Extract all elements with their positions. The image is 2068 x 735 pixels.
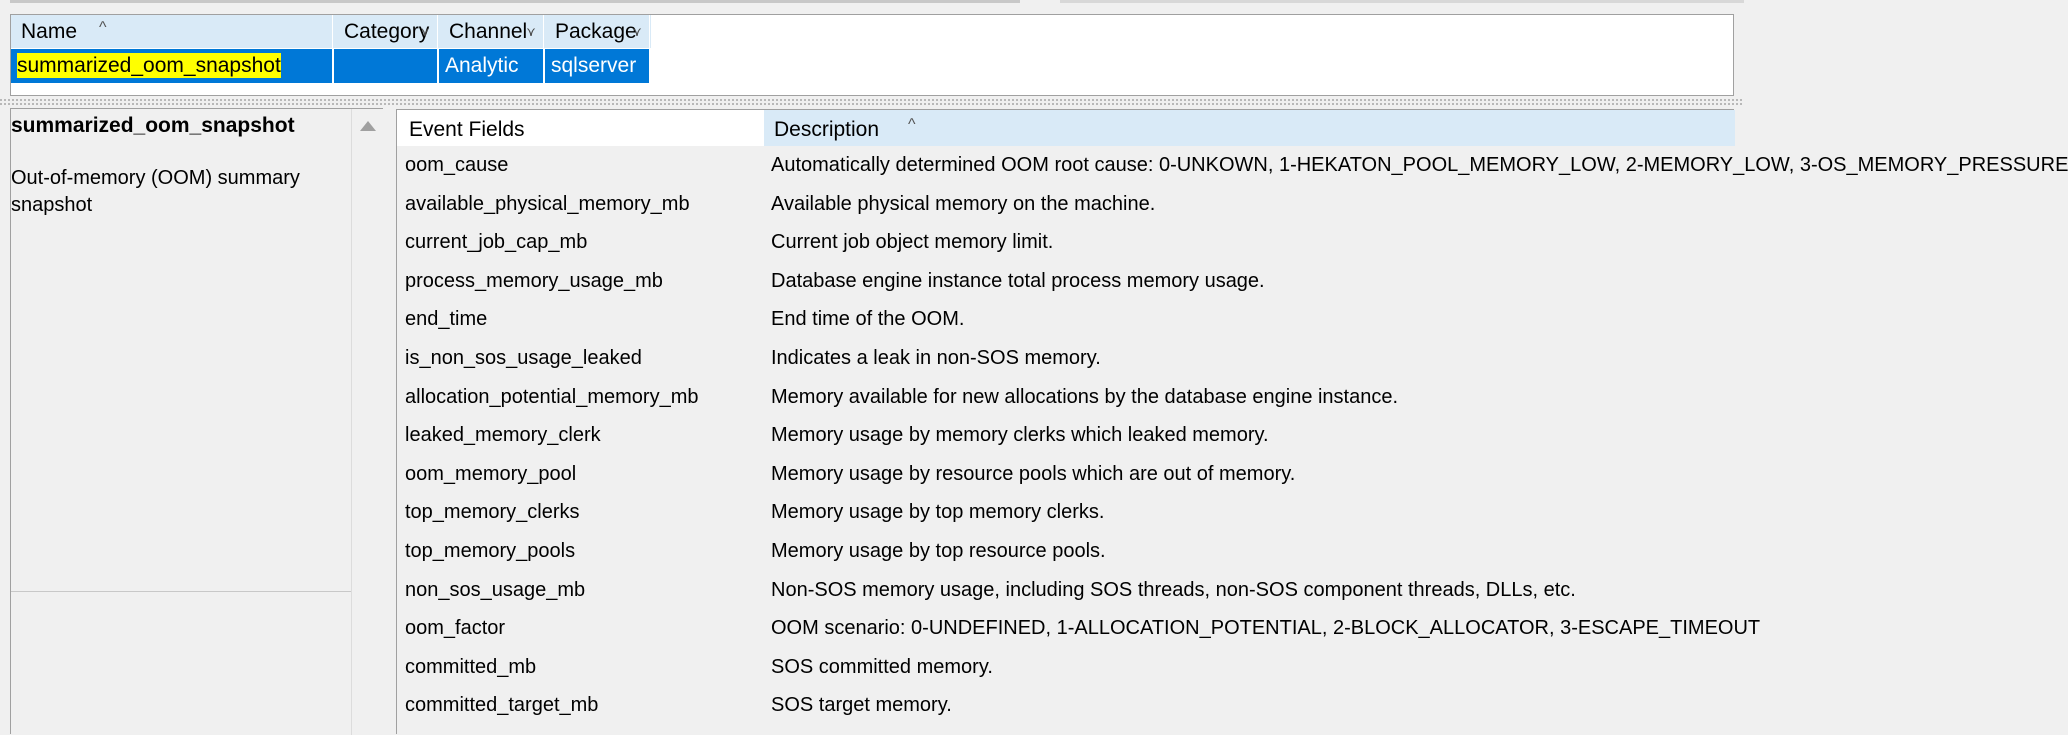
- event-field-description: Memory usage by top memory clerks.: [771, 501, 1105, 524]
- column-header-channel-label: Channel: [449, 20, 528, 43]
- filter-dropdown-icon[interactable]: ⋎: [632, 24, 642, 39]
- event-field-description: Memory available for new allocations by …: [771, 385, 1399, 408]
- event-field-name: is_non_sos_usage_leaked: [405, 347, 642, 369]
- column-header-description-label: Description: [774, 118, 880, 141]
- event-field-description: Non-SOS memory usage, including SOS thre…: [771, 578, 1576, 601]
- event-field-name: available_physical_memory_mb: [405, 192, 690, 215]
- events-grid-header: Name ^ Category ⋎ Channel ⋎ Package ⋎: [11, 15, 651, 48]
- top-scrollbar-left[interactable]: [10, 0, 1020, 3]
- event-field-name: top_memory_clerks: [405, 501, 580, 524]
- event-field-description: Available physical memory on the machine…: [771, 192, 1156, 215]
- event-field-description: Current job object memory limit.: [771, 231, 1054, 254]
- event-field-description: Indicates a leak in non-SOS memory.: [771, 347, 1101, 369]
- sort-ascending-icon: ^: [99, 19, 107, 36]
- detail-scrollbar[interactable]: [351, 109, 383, 735]
- table-row[interactable]: committed_target_mb SOS target memory.: [397, 686, 1735, 725]
- event-field-description: SOS committed memory.: [771, 655, 993, 678]
- filter-dropdown-icon[interactable]: ⋎: [526, 24, 536, 39]
- event-detail-title: summarized_oom_snapshot: [11, 114, 295, 137]
- event-fields-header: Event Fields Description ^: [397, 110, 1735, 146]
- event-field-description: End time of the OOM.: [771, 308, 965, 331]
- table-row[interactable]: leaked_memory_clerk Memory usage by memor…: [397, 416, 1735, 455]
- scroll-up-icon[interactable]: [360, 121, 376, 131]
- pane-splitter[interactable]: [0, 99, 1744, 105]
- column-header-category-label: Category: [344, 20, 430, 43]
- event-package-cell[interactable]: sqlserver: [545, 49, 650, 83]
- event-detail-description: Out-of-memory (OOM) summary snapshot: [11, 167, 300, 216]
- event-field-description: Memory usage by resource pools which are…: [771, 462, 1296, 485]
- event-field-description: Memory usage by memory clerks which leak…: [771, 424, 1269, 447]
- event-field-description: Database engine instance total process m…: [771, 269, 1265, 292]
- column-header-name[interactable]: Name ^: [11, 15, 333, 48]
- table-row[interactable]: committed_mb SOS committed memory.: [397, 648, 1735, 687]
- event-row-selected[interactable]: summarized_oom_snapshot Analytic sqlserv…: [11, 49, 651, 83]
- event-name-text: summarized_oom_snapshot: [17, 53, 281, 78]
- event-category-cell[interactable]: [334, 49, 438, 83]
- detail-divider: [11, 591, 351, 592]
- column-header-event-fields[interactable]: Event Fields: [397, 110, 764, 146]
- table-row[interactable]: current_job_cap_mb Current job object mem…: [397, 223, 1735, 262]
- event-field-description: OOM scenario: 0-UNDEFINED, 1-ALLOCATION_…: [771, 617, 1761, 640]
- event-field-name: committed_target_mb: [405, 694, 599, 717]
- table-row[interactable]: non_sos_usage_mb Non-SOS memory usage, in…: [397, 571, 1735, 610]
- column-header-event-fields-label: Event Fields: [409, 118, 525, 141]
- column-header-name-label: Name: [21, 20, 78, 43]
- event-field-name: end_time: [405, 308, 488, 331]
- event-field-name: oom_cause: [405, 154, 509, 176]
- event-fields-grid: Event Fields Description ^ oom_cause Auto…: [396, 109, 2068, 734]
- table-row[interactable]: end_time End time of the OOM.: [397, 300, 1735, 339]
- table-row[interactable]: oom_factor OOM scenario: 0-UNDEFINED, 1-A…: [397, 609, 1761, 648]
- table-row[interactable]: top_memory_clerks Memory usage by top mem…: [397, 493, 1735, 532]
- table-row[interactable]: top_memory_pools Memory usage by top reso…: [397, 532, 1735, 571]
- events-grid: Name ^ Category ⋎ Channel ⋎ Package ⋎ su…: [10, 14, 1734, 96]
- top-strip: [0, 0, 1744, 12]
- column-header-description[interactable]: Description ^: [764, 110, 1735, 146]
- column-header-category[interactable]: Category ⋎: [334, 15, 438, 48]
- table-row[interactable]: is_non_sos_usage_leaked Indicates a leak …: [397, 339, 1735, 378]
- column-header-package[interactable]: Package ⋎: [545, 15, 650, 48]
- event-detail-pane: summarized_oom_snapshot Out-of-memory (O…: [10, 108, 383, 735]
- filter-dropdown-icon[interactable]: ⋎: [420, 24, 430, 39]
- event-field-name: committed_mb: [405, 655, 537, 678]
- event-field-name: leaked_memory_clerk: [405, 424, 601, 447]
- event-field-description: SOS target memory.: [771, 694, 952, 717]
- event-field-name: oom_factor: [405, 617, 506, 640]
- event-field-name: top_memory_pools: [405, 540, 576, 562]
- event-field-name: allocation_potential_memory_mb: [405, 385, 699, 408]
- event-field-name: current_job_cap_mb: [405, 231, 588, 254]
- table-row[interactable]: oom_memory_pool Memory usage by resource …: [397, 455, 1735, 494]
- event-field-name: oom_memory_pool: [405, 462, 577, 485]
- table-row[interactable]: available_physical_memory_mb Available ph…: [397, 185, 1735, 224]
- table-row[interactable]: oom_cause Automatically determined OOM ro…: [397, 146, 2068, 185]
- event-field-name: non_sos_usage_mb: [405, 578, 586, 601]
- event-field-description: Automatically determined OOM root cause:…: [771, 154, 2068, 176]
- column-header-channel[interactable]: Channel ⋎: [439, 15, 544, 48]
- event-field-name: process_memory_usage_mb: [405, 269, 663, 292]
- top-scrollbar-right[interactable]: [1060, 0, 1744, 3]
- table-row[interactable]: allocation_potential_memory_mb Memory ava…: [397, 378, 1735, 417]
- event-channel-cell[interactable]: Analytic: [439, 49, 544, 83]
- sort-ascending-icon: ^: [908, 116, 916, 133]
- event-name-cell[interactable]: summarized_oom_snapshot: [11, 49, 333, 83]
- table-row[interactable]: process_memory_usage_mb Database engine i…: [397, 262, 1735, 301]
- event-field-description: Memory usage by top resource pools.: [771, 540, 1106, 562]
- column-header-package-label: Package: [555, 20, 637, 43]
